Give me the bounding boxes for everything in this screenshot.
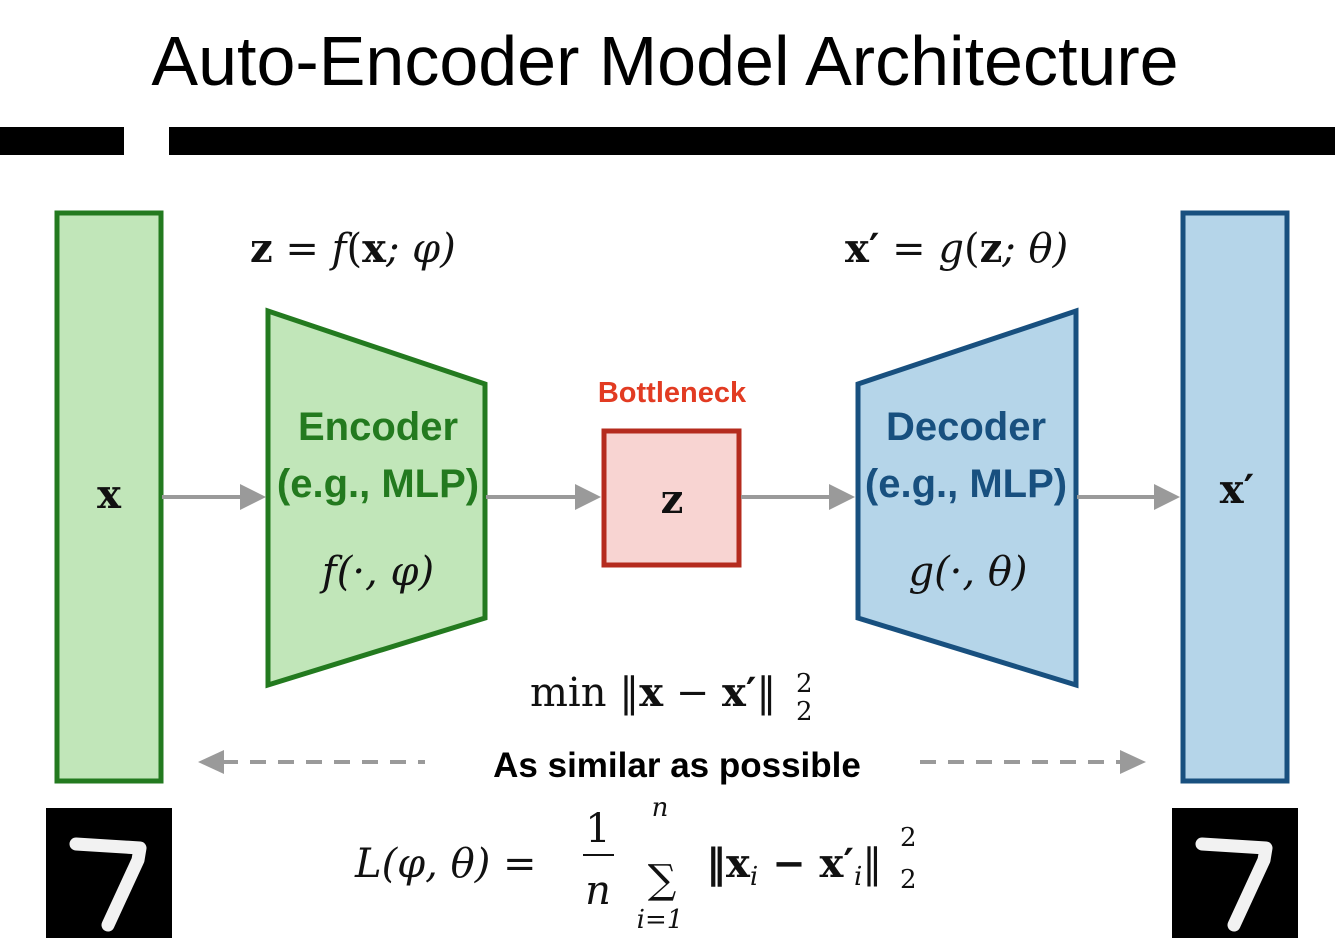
loss-fraction-denominator: n — [585, 868, 611, 914]
bottleneck-z: z — [661, 476, 684, 523]
decoder-label: Decoder — [886, 405, 1046, 449]
sum-icon: ∑ — [648, 857, 677, 903]
page-title: Auto-Encoder Model Architecture — [151, 22, 1178, 100]
sum-lower-limit: i=1 — [637, 905, 684, 935]
output-digit-image — [1172, 808, 1298, 938]
encoder-function: f(·, φ) — [319, 549, 434, 595]
encoder-label: Encoder — [298, 405, 458, 449]
loss-sup: 2 — [900, 823, 917, 853]
encoder-block — [265, 307, 488, 689]
similar-label: As similar as possible — [493, 746, 861, 785]
decoder-function: g(·, θ) — [908, 549, 1027, 595]
title-bar-left — [0, 127, 124, 155]
arrowhead-right-icon — [1120, 750, 1146, 774]
loss-body: ‖xi − x′i‖ — [706, 840, 882, 892]
objective-sup: 2 — [796, 669, 813, 699]
output-label: x′ — [1220, 466, 1254, 513]
encoder-sublabel: (e.g., MLP) — [277, 462, 479, 506]
arrowhead-icon — [240, 484, 266, 510]
arrowhead-icon — [1154, 484, 1180, 510]
decoder-equation: x′ = g(z; θ) — [845, 225, 1068, 272]
bottleneck-label: Bottleneck — [598, 377, 747, 409]
input-bar — [54, 210, 164, 784]
arrowhead-icon — [829, 484, 855, 510]
loss-lhs: L(φ, θ) = — [354, 841, 537, 887]
output-bar — [1180, 210, 1290, 784]
loss-sub: 2 — [900, 865, 917, 895]
decoder-block — [855, 307, 1079, 689]
arrowhead-left-icon — [198, 750, 224, 774]
objective-sub: 2 — [796, 697, 813, 727]
arrowhead-icon — [575, 484, 601, 510]
objective-equation: min ‖x − x′‖ — [530, 669, 776, 716]
loss-fraction-numerator: 1 — [585, 806, 610, 852]
input-digit-image — [46, 808, 172, 938]
input-label: x — [97, 471, 122, 518]
bottleneck-box — [601, 428, 742, 568]
decoder-sublabel: (e.g., MLP) — [865, 462, 1067, 506]
encoder-equation: z = f(x; φ) — [250, 225, 456, 272]
title-bar-right — [169, 127, 1335, 155]
sum-upper-limit: n — [652, 793, 669, 823]
